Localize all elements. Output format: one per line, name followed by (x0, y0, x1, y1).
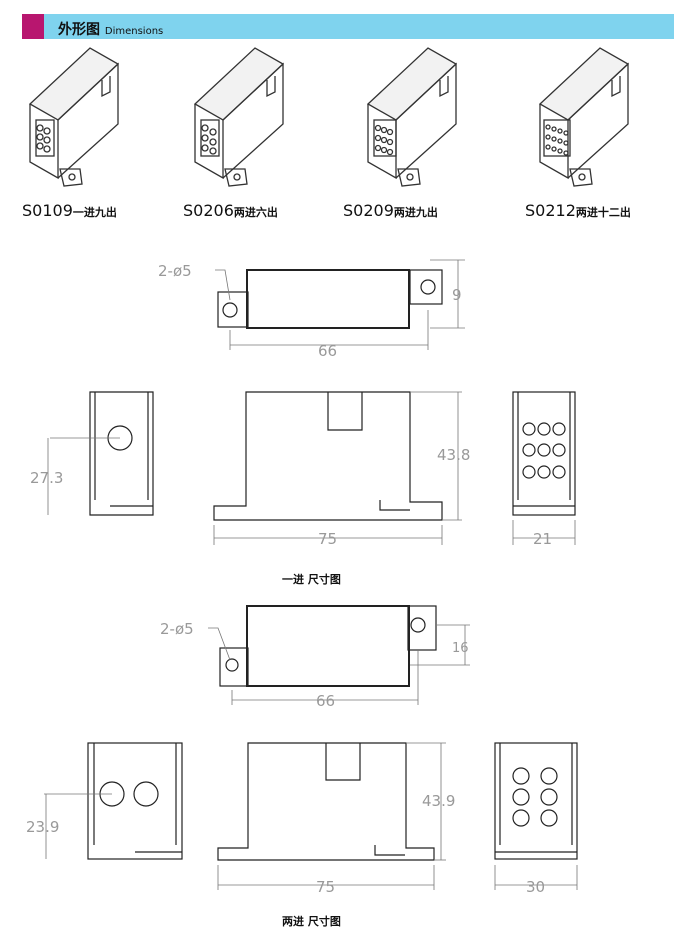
dim-height-label: 43.8 (437, 446, 470, 464)
section-subtitle: Dimensions (104, 26, 164, 37)
dim-hole-label: 2-ø5 (160, 620, 194, 638)
product-image-s0209 (366, 47, 458, 187)
section-header: 外形图 Dimensions (22, 14, 674, 39)
product-image-s0212 (538, 47, 630, 187)
header-accent-mark (22, 14, 44, 39)
dim-height-label: 43.9 (422, 792, 455, 810)
product-caption: S0212两进十二出 (525, 201, 631, 220)
product-image-s0206 (193, 47, 285, 187)
drawing-double-input: 2-ø5 66 16 23.9 43.9 75 30 (26, 605, 578, 896)
dim-depth-label: 21 (533, 530, 552, 548)
dim-width-label: 66 (318, 342, 337, 360)
section-title: 外形图 Dimensions (58, 22, 164, 38)
drawing-caption: 两进 尺寸图 (282, 915, 341, 928)
product-caption: S0206两进六出 (183, 201, 278, 220)
dim-hole-label: 2-ø5 (158, 262, 192, 280)
product-caption: S0109一进九出 (22, 201, 117, 220)
product-caption: S0209两进九出 (343, 201, 438, 220)
product-image-s0109 (28, 47, 120, 187)
dim-thickness-label: 16 (452, 641, 469, 656)
dim-thickness-label: 9 (452, 286, 462, 304)
dim-length-label: 75 (318, 530, 337, 548)
dim-length-label: 75 (316, 878, 335, 896)
drawing-caption: 一进 尺寸图 (282, 573, 341, 586)
dim-width-label: 66 (316, 692, 335, 710)
dim-side-height-label: 27.3 (30, 469, 63, 487)
drawing-single-input: 2-ø5 66 9 27.3 43.8 75 21 (30, 259, 576, 548)
dim-depth-label: 30 (526, 878, 545, 896)
dim-side-height-label: 23.9 (26, 818, 59, 836)
